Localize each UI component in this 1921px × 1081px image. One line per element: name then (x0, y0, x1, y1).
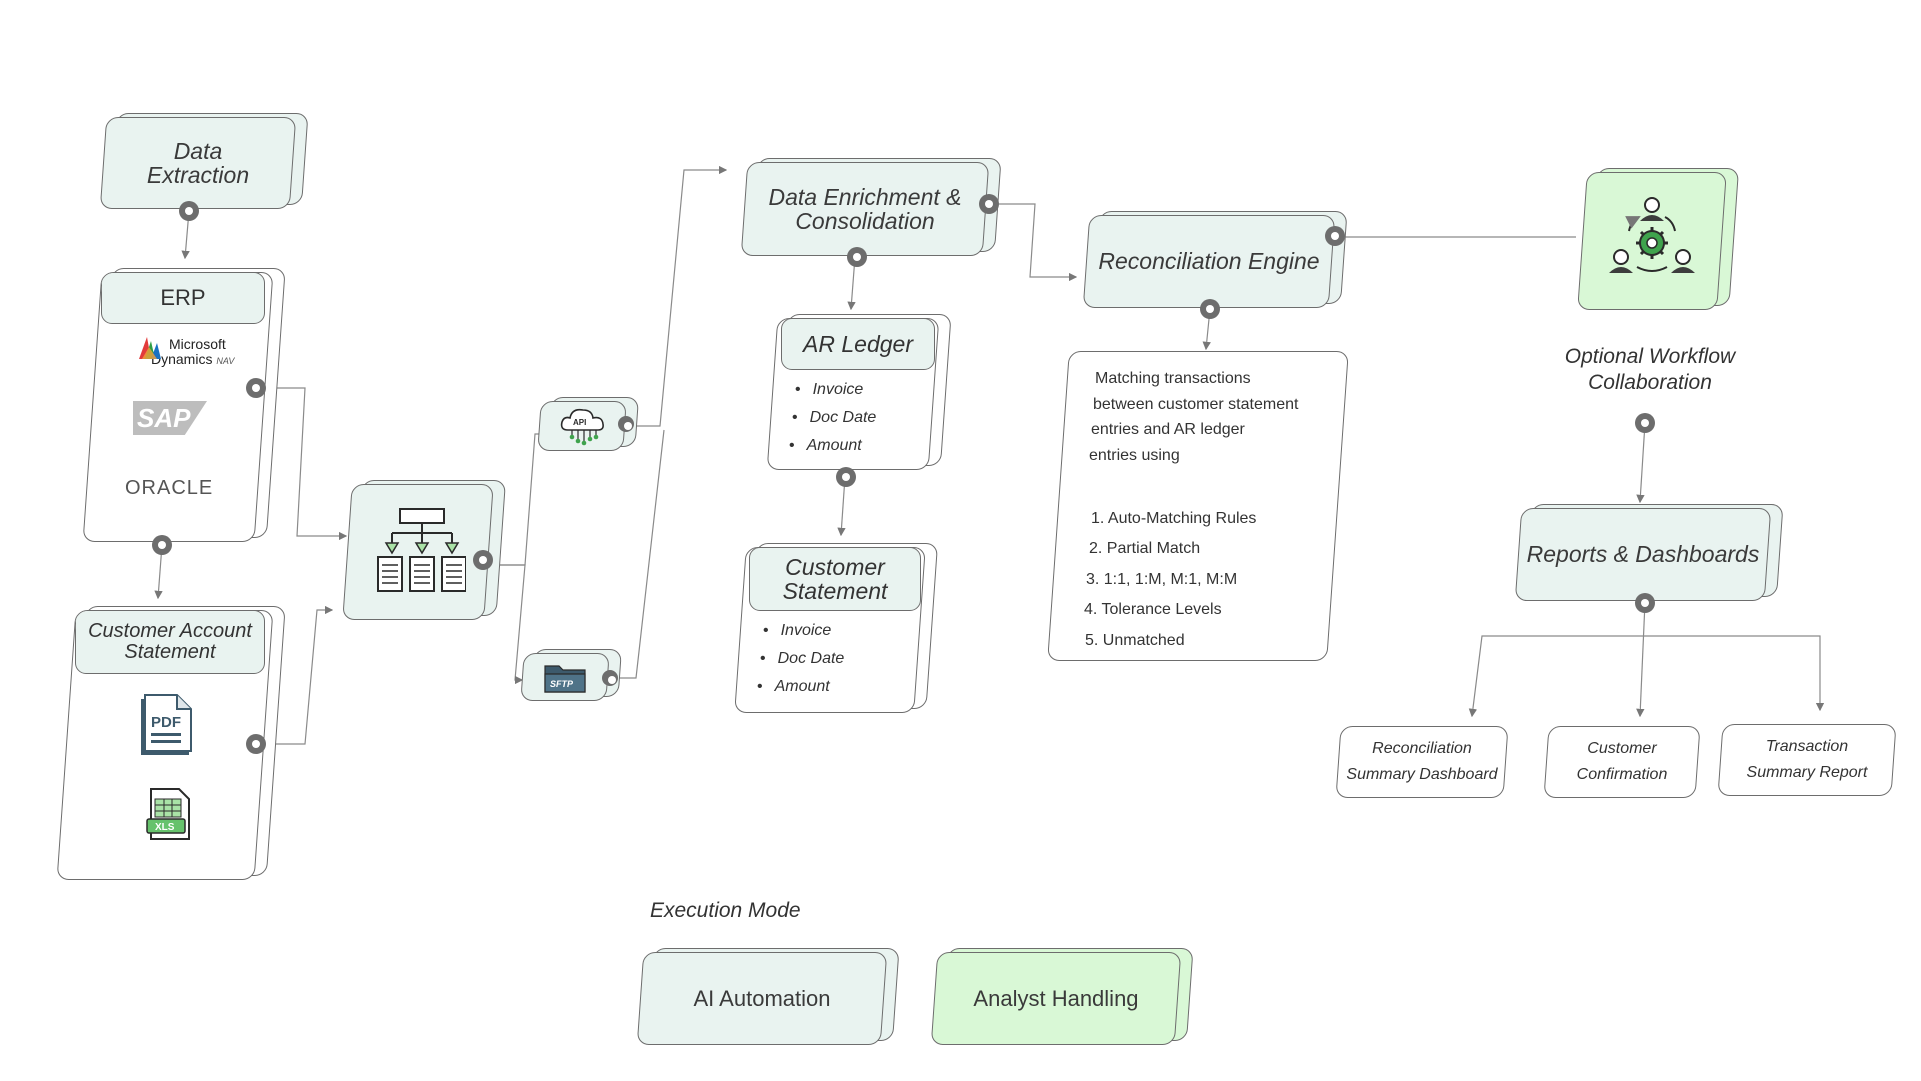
reports-dashboards-node[interactable]: Reports & Dashboards (1514, 504, 1784, 601)
ar-ledger-port[interactable] (836, 467, 856, 487)
report-reconciliation-summary[interactable]: Reconciliation Summary Dashboard (1335, 726, 1509, 798)
reconciliation-engine-label: Reconciliation Engine (1098, 248, 1320, 275)
erp-output-port[interactable] (246, 378, 266, 398)
sftp-port[interactable] (602, 670, 618, 686)
report-label: Customer Confirmation (1576, 740, 1668, 783)
xls-file-icon: XLS (146, 788, 190, 840)
reconciliation-engine-right-port[interactable] (1325, 226, 1345, 246)
customer-statement-node[interactable]: Customer Statement Invoice Doc Date Amou… (734, 543, 939, 713)
reconciliation-engine-bottom-port[interactable] (1200, 299, 1220, 319)
wire-sftp-enrich (613, 429, 665, 679)
erp-bottom-port[interactable] (152, 535, 172, 555)
distribution-hub-port[interactable] (473, 550, 493, 570)
analyst-handling-label: Analyst Handling (973, 985, 1139, 1011)
ar-ledger-field: Doc Date (792, 409, 877, 427)
wire-erp-hub (265, 387, 348, 541)
customer-account-statement-port[interactable] (246, 734, 266, 754)
ar-ledger-node[interactable]: AR Ledger Invoice Doc Date Amount (766, 314, 952, 470)
reconciliation-engine-node[interactable]: Reconciliation Engine (1082, 211, 1348, 308)
data-enrichment-bottom-port[interactable] (847, 247, 867, 267)
oracle-logo: ORACLE (125, 477, 214, 499)
data-enrichment-right-port[interactable] (979, 194, 999, 214)
svg-text:XLS: XLS (155, 822, 175, 833)
ai-automation-node[interactable]: AI Automation (636, 948, 900, 1045)
svg-text:PDF: PDF (151, 714, 181, 731)
wire-reports-left (1468, 635, 1645, 718)
data-extraction-label: Data Extraction (146, 137, 250, 188)
execution-mode-label: Execution Mode (650, 899, 801, 922)
data-enrichment-node[interactable]: Data Enrichment & Consolidation (740, 158, 1002, 256)
svg-text:API: API (573, 418, 586, 427)
customer-account-statement-title: Customer Account Statement (75, 610, 265, 674)
data-extraction-port[interactable] (179, 201, 199, 221)
reports-dashboards-port[interactable] (1635, 593, 1655, 613)
matching-rules-list: 1. Auto-Matching Rules 2. Partial Match … (1084, 510, 1257, 649)
wire-reports-right (1645, 635, 1825, 712)
report-transaction-summary[interactable]: Transaction Summary Report (1717, 724, 1897, 796)
matching-intro: Matching transactions between customer s… (1089, 370, 1299, 464)
customer-account-statement-node[interactable]: Customer Account Statement PDF XLS (56, 606, 286, 880)
microsoft-dynamics-logo: Microsoft Dynamics NAV (139, 336, 234, 368)
ar-ledger-field: Amount (789, 437, 876, 455)
ai-automation-label: AI Automation (693, 985, 831, 1011)
workflow-collaboration-label: Optional Workflow Collaboration (1564, 345, 1736, 395)
customer-statement-field: Invoice (763, 622, 844, 640)
erp-node[interactable]: ERP Microsoft Dynamics NAV SAP ORACLE (82, 268, 286, 542)
team-collaboration-icon (1609, 197, 1695, 273)
api-port[interactable] (618, 416, 634, 432)
data-enrichment-label: Data Enrichment & Consolidation (768, 183, 962, 234)
sftp-folder-icon: SFTP (544, 665, 586, 693)
erp-title: ERP (101, 272, 265, 324)
microsoft-dynamics-icon (139, 337, 161, 359)
wire-workflow-reports (1636, 422, 1646, 504)
customer-statement-field: Amount (757, 678, 844, 696)
wire-enrich-engine (988, 203, 1078, 282)
customer-statement-title: Customer Statement (749, 547, 921, 611)
ar-ledger-field: Invoice (795, 381, 876, 399)
workflow-collaboration-port[interactable] (1635, 413, 1655, 433)
api-node[interactable]: API (537, 397, 640, 451)
api-cloud-icon: API (560, 408, 604, 446)
report-customer-confirmation[interactable]: Customer Confirmation (1543, 726, 1701, 798)
data-extraction-node[interactable]: Data Extraction (99, 113, 309, 209)
sftp-node[interactable]: SFTP (520, 649, 622, 701)
ar-ledger-title: AR Ledger (781, 318, 935, 370)
ar-ledger-field-list: Invoice Doc Date Amount (792, 381, 877, 465)
distribution-hub-icon (376, 508, 466, 592)
wire-hub-sftp (498, 564, 526, 685)
sap-logo: SAP (133, 401, 207, 435)
analyst-handling-node[interactable]: Analyst Handling (930, 948, 1194, 1045)
customer-statement-field: Doc Date (760, 650, 845, 668)
matching-rules-panel: Matching transactions between customer s… (1047, 351, 1349, 661)
workflow-collaboration-node[interactable] (1577, 168, 1740, 310)
report-label: Reconciliation Summary Dashboard (1346, 740, 1498, 783)
distribution-hub-node[interactable] (342, 480, 507, 620)
svg-text:SFTP: SFTP (550, 679, 574, 689)
wire-hub-api (498, 433, 545, 566)
pdf-file-icon: PDF (141, 694, 192, 755)
customer-statement-field-list: Invoice Doc Date Amount (760, 622, 845, 706)
reports-dashboards-label: Reports & Dashboards (1526, 541, 1760, 568)
report-label: Transaction Summary Report (1746, 738, 1868, 781)
wire-api-enrich (630, 165, 728, 427)
wire-reports-split (1636, 601, 1646, 718)
